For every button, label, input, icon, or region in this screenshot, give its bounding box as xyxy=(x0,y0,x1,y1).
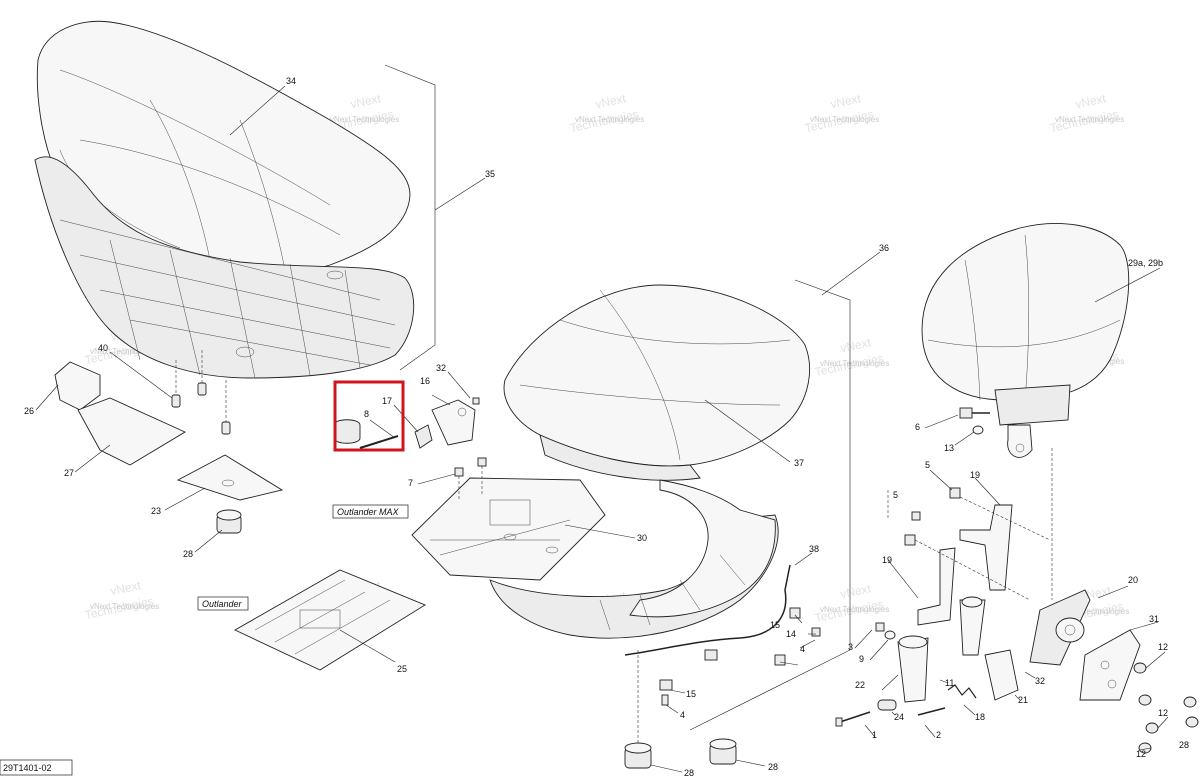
callout-label: 30 xyxy=(637,533,647,543)
callout-label: 15 xyxy=(686,689,696,699)
watermark-text: vNext Technologies xyxy=(820,359,889,368)
callout-label: 8 xyxy=(364,409,369,419)
callout-label: 27 xyxy=(64,468,74,478)
bumper-23 xyxy=(176,454,284,501)
backrest xyxy=(921,223,1130,458)
callout-label: 18 xyxy=(975,712,985,722)
callout-label: 38 xyxy=(809,544,819,554)
callout-label: 17 xyxy=(382,396,392,406)
callout-label: 5 xyxy=(925,460,930,470)
seat-plate-outlander-max xyxy=(411,477,606,581)
callout-label: 4 xyxy=(800,644,805,654)
callout-label: 12 xyxy=(1158,708,1168,718)
watermark-text: vNext Technologies xyxy=(820,605,889,614)
callout-label: 28 xyxy=(1179,740,1189,750)
callout-label: 28 xyxy=(768,762,778,772)
callout-label: 15 xyxy=(770,620,780,630)
bolts-5 xyxy=(904,487,961,546)
nuts-12 xyxy=(1133,662,1199,754)
watermark-text: vNext Technologies xyxy=(575,115,644,124)
callout-label: 5 xyxy=(893,490,898,500)
plate-31 xyxy=(1079,629,1141,701)
callout-label: 25 xyxy=(397,664,407,674)
callout-label: 19 xyxy=(882,555,892,565)
callout-label: 22 xyxy=(855,680,865,690)
callout-label: 14 xyxy=(786,629,796,639)
watermark-text: vNext xyxy=(109,578,143,598)
callout-label: 16 xyxy=(420,376,430,386)
callout-label: 35 xyxy=(485,169,495,179)
watermark-text: vNext xyxy=(349,91,383,111)
watermark-text: vNext xyxy=(594,91,628,111)
highlight-box[interactable] xyxy=(333,380,405,452)
rear-seat-cushion xyxy=(503,284,811,481)
front-seat-base xyxy=(34,156,415,379)
callout-label: 26 xyxy=(24,406,34,416)
rear-seat-base xyxy=(489,479,779,639)
watermark-text: vNext xyxy=(1074,91,1108,111)
callout-label: 36 xyxy=(879,243,889,253)
callout-label: 2 xyxy=(936,730,941,740)
grommet-28-left xyxy=(216,509,242,534)
pins-bottom xyxy=(835,622,946,727)
callout-label: 12 xyxy=(1158,642,1168,652)
latch-20 xyxy=(1029,589,1091,666)
callout-label: 11 xyxy=(945,678,954,688)
watermark-text: vNext Technologies xyxy=(330,115,399,124)
callout-label: 32 xyxy=(1035,676,1045,686)
bracket-19-right xyxy=(959,504,1013,591)
seat-plate-outlander xyxy=(234,569,426,671)
callout-label: 3 xyxy=(848,642,853,652)
callout-label: 13 xyxy=(944,443,954,453)
variant-label-standard: Outlander xyxy=(202,599,243,609)
grommets-28-bottom xyxy=(624,738,737,769)
watermark-text: vNext xyxy=(839,335,873,355)
variant-label-max: Outlander MAX xyxy=(337,507,400,517)
callout-label: 7 xyxy=(408,478,413,488)
callout-label: 9 xyxy=(859,654,864,664)
callout-label: 6 xyxy=(915,422,920,432)
deflector-27 xyxy=(77,397,186,466)
watermark-text: vNext xyxy=(839,581,873,601)
screw-6-washer-13 xyxy=(959,407,990,435)
watermark-text: vNext Technologies xyxy=(90,602,159,611)
callout-label: 28 xyxy=(684,768,694,778)
document-code: 29T1401-02 xyxy=(3,763,52,773)
callout-label: 21 xyxy=(1018,695,1028,705)
callout-label: 31 xyxy=(1149,614,1159,624)
callout-label: 23 xyxy=(151,506,161,516)
watermark-text: vNext Technologies xyxy=(1055,115,1124,124)
latch-parts-rear xyxy=(877,596,1019,711)
callout-label: 19 xyxy=(970,470,980,480)
callout-label: 32 xyxy=(436,363,446,373)
bracket-19-left xyxy=(917,547,956,626)
callout-label: 28 xyxy=(183,549,193,559)
watermark-text: vNext xyxy=(829,91,863,111)
hardware-rear xyxy=(659,607,821,706)
callout-label: 20 xyxy=(1128,575,1138,585)
rod-38 xyxy=(624,564,791,656)
callout-label: 12 xyxy=(1136,749,1146,759)
callout-label: 37 xyxy=(794,458,804,468)
latch-assembly xyxy=(414,397,480,449)
callout-label: 29a, 29b xyxy=(1128,258,1163,268)
watermark-text: vNext Technologies xyxy=(1060,607,1129,616)
callout-label: 24 xyxy=(894,712,904,722)
callout-label: 34 xyxy=(286,76,296,86)
watermark-text: vNext Technologies xyxy=(810,115,879,124)
bolts-7 xyxy=(454,457,487,477)
callout-label: 40 xyxy=(98,343,108,353)
grommet-40 xyxy=(171,382,231,435)
callout-label: 4 xyxy=(680,710,685,720)
callout-label: 1 xyxy=(872,730,877,740)
watermark-text: vNext Technologies xyxy=(90,347,159,356)
latch-rod-8 xyxy=(333,419,399,449)
side-cover-26 xyxy=(54,361,101,411)
